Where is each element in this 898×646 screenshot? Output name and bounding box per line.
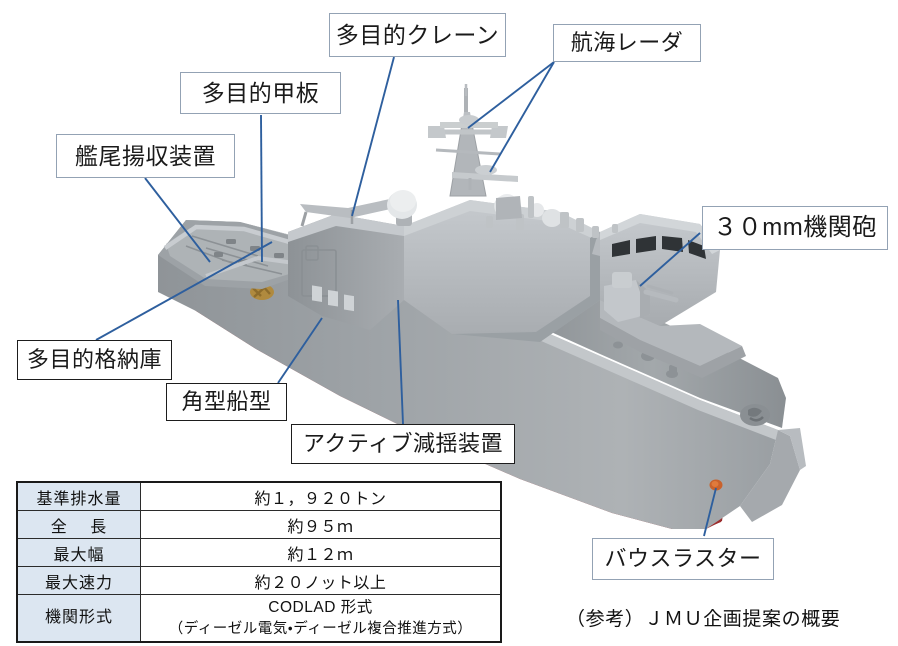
callout-label: バウスラスター (604, 546, 762, 571)
leader-stern-recovery (144, 177, 211, 263)
spec-key: 最大速力 (16, 566, 141, 595)
leader-hangar (95, 241, 273, 341)
leader-radar-upper (467, 61, 555, 129)
gun-barrel (643, 289, 679, 303)
callout-label: アクティブ減揺装置 (302, 431, 504, 456)
table-row: 機関形式 CODLAD 形式 （ディーゼル電気・ディーゼル複合推進方式） (16, 594, 502, 643)
spec-key: 最大幅 (16, 538, 141, 567)
reference-footnote: （参考）ＪＭＵ企画提案の概要 (566, 609, 841, 630)
30mm-autocannon (604, 272, 679, 322)
leader-crane (351, 56, 395, 217)
leader-stabilizer (397, 299, 404, 425)
spec-value: 約１２ｍ (140, 538, 502, 567)
table-row: 基準排水量 約１，９２０トン (16, 481, 502, 511)
navigation-radar-lower (452, 165, 518, 190)
stem-edge (778, 428, 806, 470)
spec-value: 約９５ｍ (140, 510, 502, 539)
spec-key: 基準排水量 (16, 481, 141, 511)
table-row: 最大幅 約１２ｍ (16, 538, 502, 567)
callout-stern-recovery-device[interactable]: 艦尾揚収装置 (56, 134, 235, 178)
spec-value-line2: （ディーゼル電気・ディーゼル複合推進方式） (168, 620, 473, 637)
gun-turret (612, 272, 632, 288)
midships-superstructure (404, 200, 600, 342)
spec-value: 約１，９２０トン (140, 481, 502, 511)
callout-label: 航海レーダ (570, 30, 684, 55)
hangar-roof-edge (288, 214, 404, 242)
table-row: 最大速力 約２０ノット以上 (16, 566, 502, 595)
leader-bow-thruster (703, 487, 717, 537)
spec-value: CODLAD 形式 （ディーゼル電気・ディーゼル複合推進方式） (140, 594, 502, 643)
spec-value-line1: CODLAD 形式 (268, 599, 373, 617)
callout-label: 多目的格納庫 (26, 347, 162, 372)
leader-multi-purpose-deck (260, 114, 263, 263)
leader-hull-form (277, 317, 323, 384)
leader-radar-lower (489, 61, 555, 173)
hangar-windows (312, 285, 354, 312)
callout-label: 艦尾揚収装置 (75, 142, 216, 169)
bridge-wing-port (592, 232, 600, 256)
callout-30mm-autocannon[interactable]: ３０mm機関砲 (702, 206, 888, 250)
superstructure-shadow-face (452, 232, 600, 342)
table-row: 全 長 約９５ｍ (16, 510, 502, 539)
callout-multi-purpose-deck[interactable]: 多目的甲板 (180, 72, 341, 114)
callout-active-stabilizer[interactable]: アクティブ減揺装置 (291, 424, 515, 464)
bridge-windows (612, 236, 706, 259)
superstructure-roof-edge (404, 200, 600, 240)
mast-assembly (428, 84, 518, 197)
callout-angular-hull-form[interactable]: 角型船型 (166, 383, 287, 421)
leader-lines (95, 56, 717, 537)
callout-label: ３０mm機関砲 (713, 214, 877, 241)
anchor-recess (740, 404, 770, 426)
callout-multi-purpose-crane[interactable]: 多目的クレーン (329, 13, 506, 57)
bow-thruster-port (709, 479, 723, 491)
funnel-stack (496, 196, 522, 220)
breakwater-shadow (600, 318, 746, 378)
hangar-hatch (305, 245, 319, 261)
leader-autocannon (639, 232, 701, 287)
callout-navigation-radar[interactable]: 航海レーダ (553, 24, 701, 62)
deck-grating (185, 235, 283, 275)
callout-multi-purpose-hangar[interactable]: 多目的格納庫 (17, 340, 172, 380)
callout-label: 多目的甲板 (201, 79, 320, 106)
spec-value: 約２０ノット以上 (140, 566, 502, 595)
bow-flare (740, 430, 800, 522)
callout-label: 多目的クレーン (335, 21, 500, 48)
specification-table: 基準排水量 約１，９２０トン 全 長 約９５ｍ 最大幅 約１２ｍ 最大速力 約２… (16, 481, 502, 643)
bridge-deck-edge (600, 214, 720, 254)
callout-bow-thruster[interactable]: バウスラスター (592, 538, 774, 580)
spec-key: 全 長 (16, 510, 141, 539)
callout-label: 角型船型 (181, 389, 272, 414)
spec-key: 機関形式 (16, 594, 141, 643)
multi-purpose-deck-inner (166, 228, 326, 282)
